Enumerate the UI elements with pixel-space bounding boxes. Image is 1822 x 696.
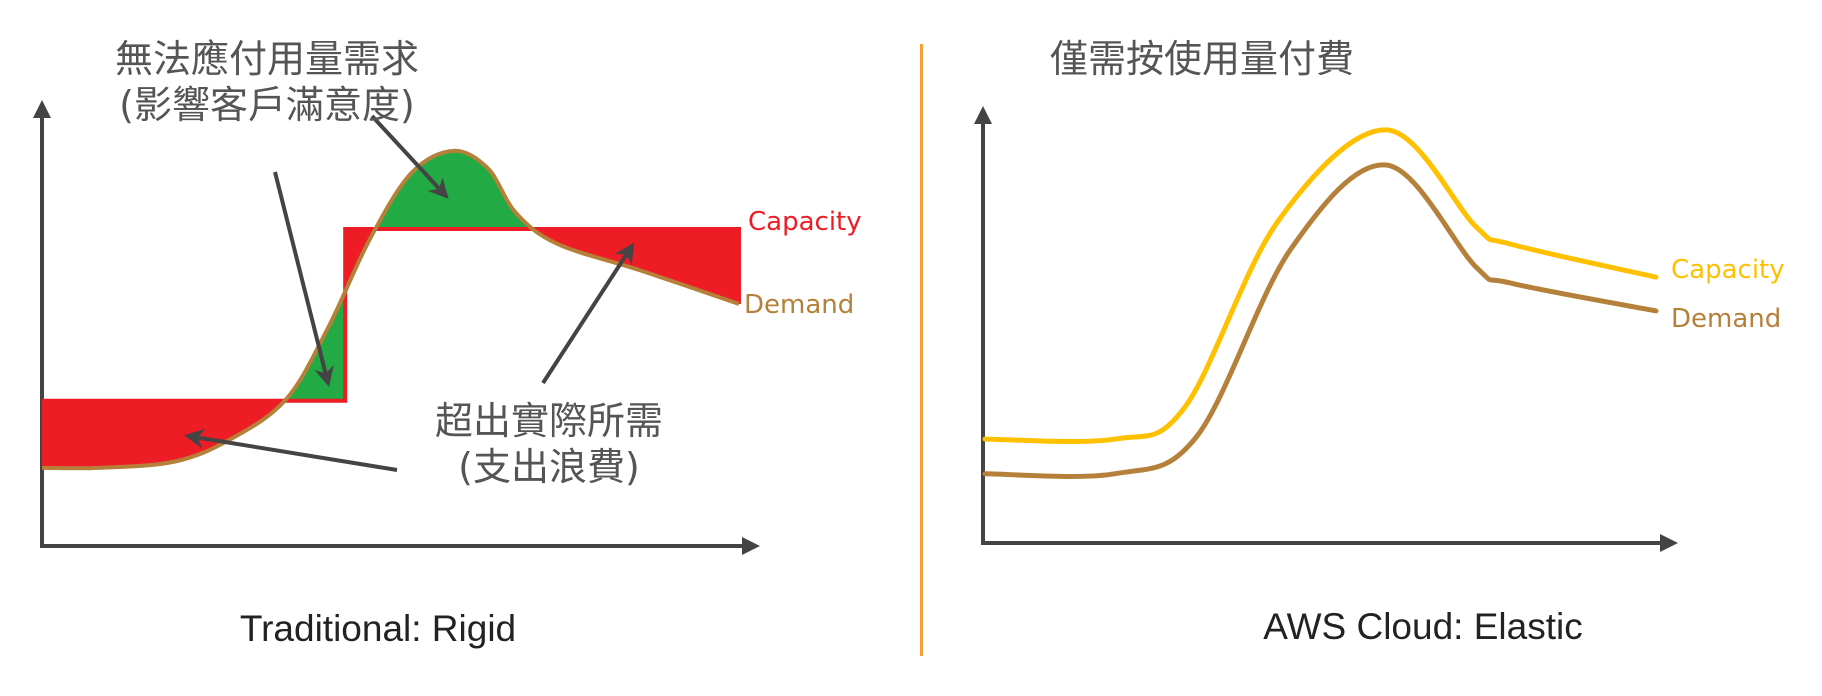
right-caption: AWS Cloud: Elastic [1263,606,1583,647]
left-x-axis-arrowhead [742,537,760,555]
right-y-axis-arrowhead [974,106,992,124]
waste-annotation-line1: 超出實際所需 [435,399,664,443]
shortage-annotation-line2: (影響客戶滿意度) [119,83,415,127]
shortage-annotation-line1: 無法應付用量需求 [115,37,420,81]
section-divider [920,44,923,656]
shortage-arrow-1 [273,171,334,387]
waste-area [42,228,739,469]
right-capacity-label: Capacity [1671,255,1785,285]
waste-annotation-line2: (支出浪費) [458,445,640,489]
left-capacity-label: Capacity [748,207,862,237]
left-demand-label: Demand [744,290,855,320]
waste-arrow-2 [541,242,635,385]
left-capacity-line [42,226,741,403]
left-caption: Traditional: Rigid [239,608,517,649]
shortage-annotation: 無法應付用量需求 (影響客戶滿意度) [115,36,419,128]
right-capacity-line [982,127,1659,444]
waste-arrow-1 [184,428,398,472]
right-demand-line [982,162,1659,480]
left-y-axis-arrowhead [33,100,51,118]
left-demand-line [41,148,740,471]
waste-annotation: 超出實際所需 (支出浪費) [435,398,663,490]
right-x-axis-arrowhead [1660,534,1678,552]
right-title: 僅需按使用量付費 [1050,37,1355,81]
shortage-arrow-2 [370,114,449,199]
right-demand-label: Demand [1671,304,1782,334]
